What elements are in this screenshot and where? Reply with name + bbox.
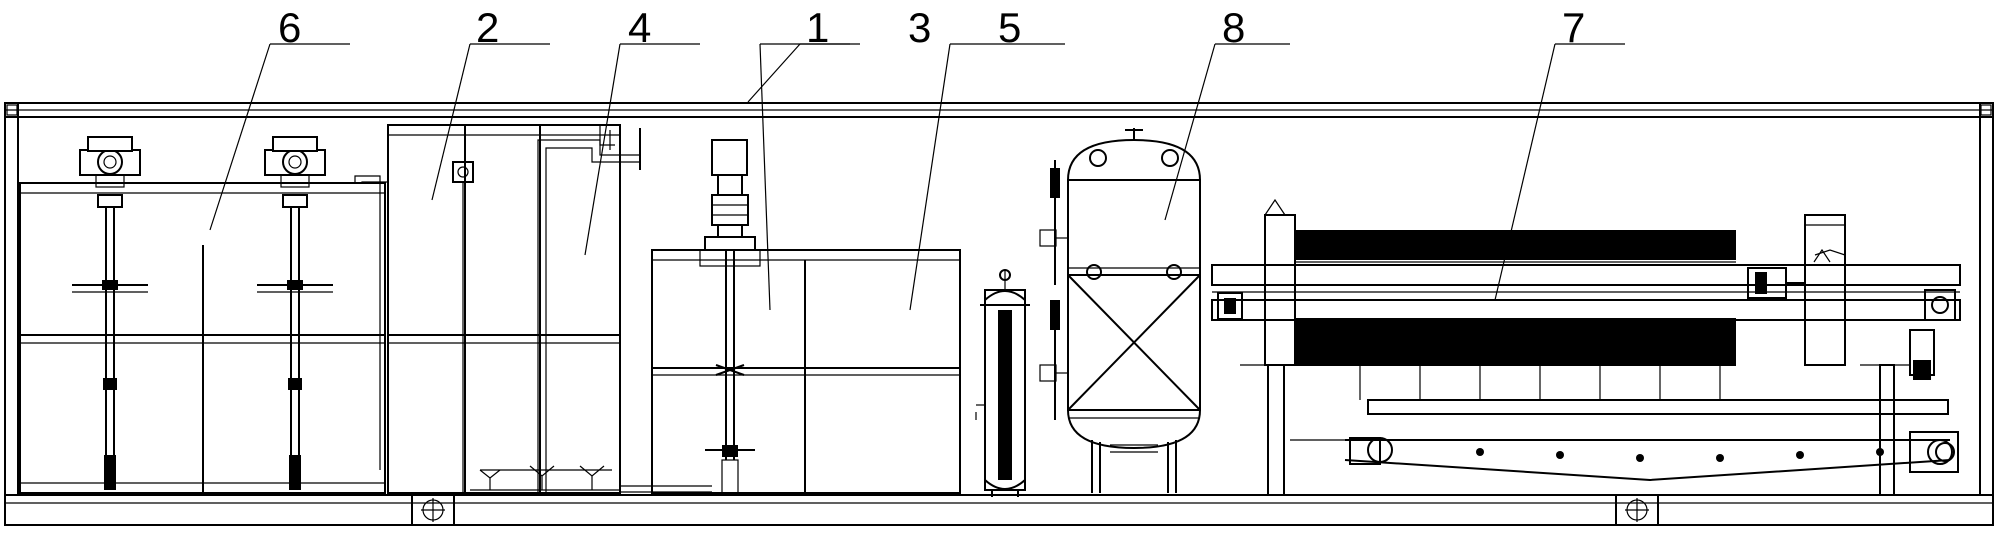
belt-conveyor — [1290, 399, 1959, 482]
filter-plates-upper — [1296, 230, 1736, 260]
skid-frame — [4, 102, 1994, 526]
callout-8: 8 — [1222, 4, 1245, 51]
mixing-tank-6 — [19, 136, 389, 494]
filter-plates-lower — [1296, 318, 1736, 366]
agitator-right — [257, 136, 333, 490]
settling-tank-3-5 — [651, 139, 961, 494]
callout-4: 4 — [628, 4, 651, 51]
callout-6: 6 — [278, 4, 301, 51]
filter-press-7 — [1211, 198, 1961, 496]
callout-labels: 6 2 4 1 3 5 8 7 — [278, 4, 1585, 51]
callout-3: 3 — [908, 4, 931, 51]
reaction-tank-2-4 — [387, 124, 712, 494]
callout-2: 2 — [476, 4, 499, 51]
agitator-motor — [704, 139, 756, 494]
callout-leaders — [209, 43, 1625, 311]
callout-5: 5 — [998, 4, 1021, 51]
pressure-vessel-8 — [1039, 128, 1201, 493]
lifting-lug-right — [1615, 494, 1659, 526]
bag-filter — [975, 269, 1030, 497]
lifting-lug-left — [411, 494, 455, 526]
aerator-heads — [470, 465, 620, 491]
callout-1: 1 — [806, 4, 829, 51]
agitator-left — [72, 136, 148, 490]
callout-7: 7 — [1562, 4, 1585, 51]
